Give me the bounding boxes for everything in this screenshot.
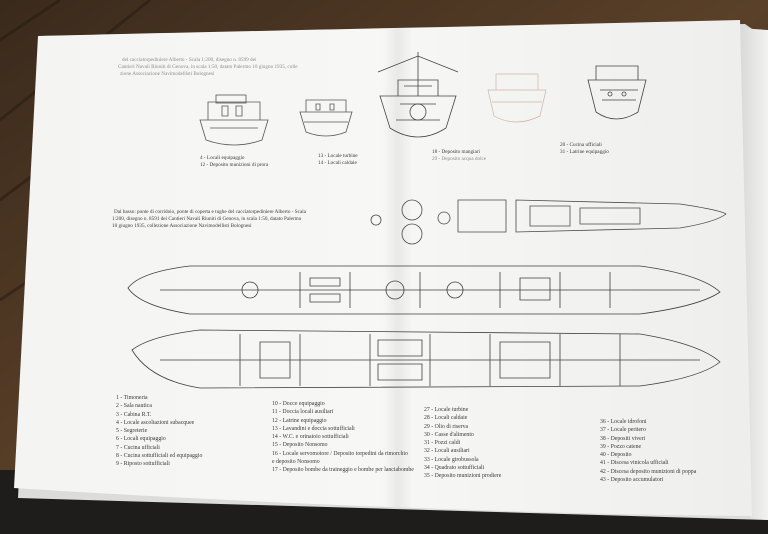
legend-item: 16 - Locale servomotore / Deposito torpe…: [272, 450, 408, 457]
caption-mid-line1: Dal basso: ponte di corridoio, ponte di …: [114, 209, 307, 215]
legend-item: 15 - Deposito Nonsomo: [272, 442, 328, 449]
legend-item: 35 - Deposito munizioni prodiere: [424, 473, 502, 480]
section-view-4: [487, 73, 547, 123]
caption-mid-line3: 10 giugno 1935, collezione Associazione …: [112, 223, 252, 229]
legend-col-1: 1 - Timoneria 2 - Sala nautica 3 - Cabin…: [116, 394, 202, 469]
section-label-d1: 20 - Cucina ufficiali: [560, 142, 602, 148]
caption-top-line2: Cantieri Navali Riuniti di Genova, in sc…: [118, 64, 298, 70]
legend-item: 6 - Locali equipaggio: [116, 436, 166, 443]
legend-item: 2 - Sala nautica: [116, 403, 152, 410]
legend-item: 31 - Pozzi caldi: [424, 440, 461, 447]
legend-item: 14 - W.C. e orinatoio sottufficiali: [272, 434, 349, 441]
legend-item: 39 - Pozzo catene: [600, 443, 642, 450]
legend-item: 36 - Locale idrofoni: [600, 419, 647, 425]
legend-item: 34 - Quadrato sottufficiali: [424, 465, 485, 472]
main-deck-plan: [127, 265, 721, 315]
legend-item: 29 - Olio di riserva: [424, 423, 469, 430]
legend-item: 1 - Timoneria: [116, 395, 148, 401]
legend-item: 4 - Locale ascoltazioni subacquee: [116, 419, 195, 426]
legend-item: 13 - Lavandini e doccia sottufficiali: [272, 425, 355, 432]
legend-col-3: 27 - Locale turbine 28 - Locali caldaie …: [424, 406, 501, 481]
legend-item: 9 - Riposto sottufficiali: [116, 461, 170, 468]
section-label-c1: 18 - Deposito mangiari: [432, 149, 480, 155]
section-label-d2: 31 - Latrine equipaggio: [560, 149, 609, 155]
legend-item: 5 - Segreterie: [116, 428, 148, 435]
legend-col-2: 10 - Docce equipaggio 11 - Doccia locali…: [272, 400, 414, 475]
section-label-c2: 29 - Deposito acqua dolce: [432, 156, 487, 162]
paper-spread: [14, 20, 752, 516]
legend-item: 32 - Locali ausiliari: [424, 448, 470, 455]
legend-item: 30 - Casse d'alimento: [424, 431, 474, 438]
legend-col-4: 36 - Locale idrofoni 37 - Locale periter…: [600, 418, 696, 484]
section-label-b1: 13 - Locale turbine: [318, 153, 358, 159]
legend-item: e deposito Nonsomo: [272, 459, 320, 466]
legend-item: 37 - Locale peritero: [600, 427, 646, 434]
caption-mid-line2: 1:200, disegno n. 8591 dei Cantieri Nava…: [112, 216, 302, 222]
caption-top-line1: del cacciatorpediniere Alberto - Scala 1…: [122, 57, 257, 63]
legend-item: 28 - Locali caldaie: [424, 415, 468, 422]
legend-item: 43 - Deposito accumulatori: [600, 477, 664, 484]
legend-item: 33 - Locale girobussola: [424, 456, 479, 463]
upper-deck-plan: [370, 199, 727, 245]
legend-item: 7 - Cucina ufficiali: [116, 444, 160, 451]
legend-item: 3 - Cabina R.T.: [116, 411, 152, 418]
section-label-a1: 4 - Locali equipaggio: [200, 155, 245, 161]
legend-item: 10 - Docce equipaggio: [272, 401, 325, 407]
legend-item: 27 - Locale turbine: [424, 407, 469, 413]
legend-item: 12 - Latrine equipaggio: [272, 417, 327, 424]
caption-top-line3: zione Associazione Navimodellisti Bologn…: [120, 71, 215, 77]
lower-deck-plan: [131, 329, 721, 389]
legend-item: 17 - Deposito bombe da traineggio e bomb…: [272, 467, 414, 474]
section-label-b2: 14 - Locali caldaie: [318, 160, 357, 166]
section-label-a2: 12 - Deposito munizioni di prora: [200, 162, 269, 168]
section-view-1: [199, 94, 269, 146]
legend-item: 40 - Deposito: [600, 452, 632, 459]
section-view-2: [299, 99, 353, 137]
legend-item: 11 - Doccia locali ausiliari: [272, 409, 334, 416]
legend-item: 42 - Discesa deposito munizioni di poppa: [600, 468, 697, 475]
section-view-3: [377, 52, 459, 138]
legend-item: 41 - Discesa vinicola ufficiali: [600, 460, 669, 467]
legend-item: 38 - Depositi viveri: [600, 435, 646, 442]
section-view-5: [587, 65, 647, 120]
legend-item: 8 - Cucina sottufficiali ed equipaggio: [116, 453, 203, 460]
